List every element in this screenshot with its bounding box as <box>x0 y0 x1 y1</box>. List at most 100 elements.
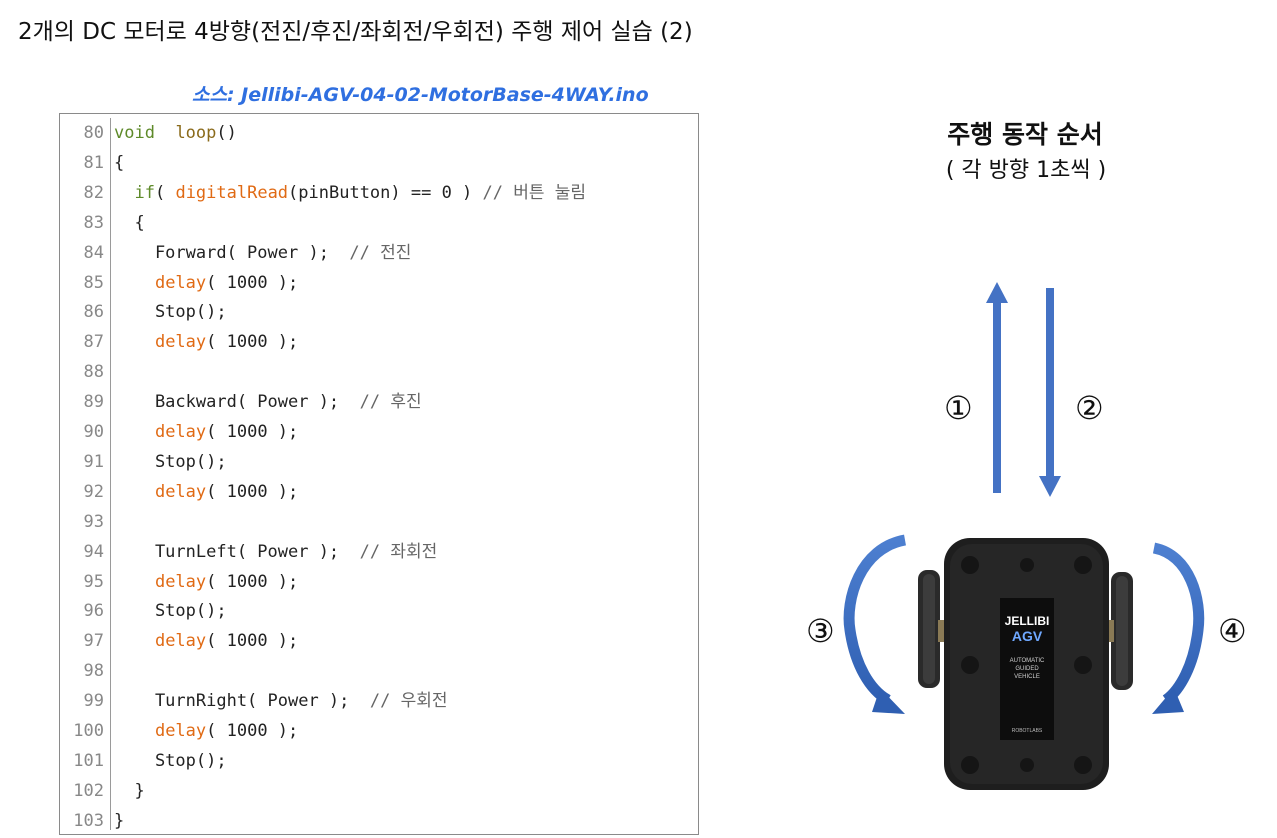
forward-arrow <box>986 282 1008 493</box>
code-token: } <box>114 780 145 801</box>
line-number: 101 <box>73 750 104 771</box>
robot-brand: JELLIBI <box>1005 614 1050 628</box>
code-text: void loop() <box>114 118 237 148</box>
line-number: 83 <box>83 212 104 233</box>
robot-model: AGV <box>1012 628 1043 644</box>
code-token: Stop(); <box>114 601 227 622</box>
code-comment: // 우회전 <box>369 691 448 712</box>
code-line: 88 <box>60 357 698 387</box>
code-comment: // 후진 <box>359 392 422 413</box>
code-line: 82 if( digitalRead(pinButton) == 0 ) // … <box>60 178 698 208</box>
line-number: 89 <box>83 392 104 413</box>
line-number: 98 <box>83 661 104 682</box>
robot-maker: ROBOTLABS <box>1012 728 1043 734</box>
line-number: 93 <box>83 511 104 532</box>
code-comment: // 전진 <box>349 242 412 263</box>
line-number: 84 <box>83 242 104 263</box>
code-comment: // 좌회전 <box>359 541 438 562</box>
line-number: 94 <box>83 541 104 562</box>
line-number: 96 <box>83 601 104 622</box>
code-token: delay <box>154 631 207 652</box>
code-token: ( 1000 ); <box>206 481 299 502</box>
diagram-heading: 주행 동작 순서 <box>947 120 1103 149</box>
code-line: 85 delay( 1000 ); <box>60 268 698 298</box>
code-text: delay( 1000 ); <box>114 417 298 447</box>
robot-tagline-2: GUIDED <box>1015 666 1039 672</box>
code-line: 83 { <box>60 208 698 238</box>
line-number: 99 <box>83 691 104 712</box>
robot-tagline-3: VEHICLE <box>1014 674 1040 680</box>
code-line: 95 delay( 1000 ); <box>60 567 698 597</box>
turn-right-arrow <box>1152 542 1205 714</box>
step-3-turn-left: ③ <box>806 612 835 650</box>
code-token: delay <box>154 272 207 293</box>
step-4-turn-right: ④ <box>1218 612 1247 650</box>
code-token: digitalRead <box>175 182 289 203</box>
code-text: } <box>114 806 124 834</box>
line-number: 91 <box>83 451 104 472</box>
code-text: Backward( Power ); // 후진 <box>114 387 422 417</box>
step-2-backward: ② <box>1075 389 1104 427</box>
code-line: 87 delay( 1000 ); <box>60 327 698 357</box>
code-line: 97 delay( 1000 ); <box>60 626 698 656</box>
gutter-divider <box>110 118 111 830</box>
line-number: 82 <box>83 182 104 203</box>
code-token: ( 1000 ); <box>206 422 299 442</box>
code-line: 103} <box>60 806 698 834</box>
source-file-label: 소스: Jellibi-AGV-04-02-MotorBase-4WAY.ino <box>192 84 649 106</box>
code-comment: // 버튼 눌림 <box>482 182 587 203</box>
code-line: 100 delay( 1000 ); <box>60 716 698 746</box>
code-line: 89 Backward( Power ); // 후진 <box>60 387 698 417</box>
code-token: loop <box>175 123 217 143</box>
code-token: ( 1000 ); <box>206 631 299 652</box>
code-line: 92 delay( 1000 ); <box>60 477 698 507</box>
code-token: TurnRight( Power ); <box>114 691 370 712</box>
code-text: delay( 1000 ); <box>114 626 298 656</box>
code-line: 101 Stop(); <box>60 746 698 776</box>
code-line: 99 TurnRight( Power ); // 우회전 <box>60 686 698 716</box>
code-token: Stop(); <box>114 451 227 472</box>
turn-left-arrow <box>843 534 907 714</box>
code-token: { <box>114 212 145 233</box>
code-line: 96 Stop(); <box>60 596 698 626</box>
code-token: TurnLeft( Power ); <box>114 541 360 562</box>
code-token: Stop(); <box>114 750 227 771</box>
line-number: 95 <box>83 571 104 592</box>
code-text: Stop(); <box>114 596 227 626</box>
line-number: 97 <box>83 631 104 652</box>
code-line: 81 { <box>60 148 698 178</box>
code-token: Forward( Power ); <box>114 242 350 263</box>
code-text: delay( 1000 ); <box>114 477 298 507</box>
robot-tagline-1: AUTOMATIC <box>1010 658 1045 664</box>
code-token: (pinButton) == 0 ) <box>288 182 483 203</box>
code-token: void <box>114 123 155 143</box>
code-token: ( 1000 ); <box>206 332 299 353</box>
line-number: 90 <box>83 422 104 442</box>
code-token: delay <box>154 721 207 741</box>
code-text: { <box>114 148 124 178</box>
line-number: 92 <box>83 481 104 502</box>
code-token: ( 1000 ); <box>206 272 299 293</box>
code-token: () <box>216 123 237 143</box>
diagram-subheading: ( 각 방향 1초씩 ) <box>945 158 1107 183</box>
code-line: 90 delay( 1000 ); <box>60 417 698 447</box>
code-token: ( 1000 ); <box>206 571 299 592</box>
slide-title: 2개의 DC 모터로 4방향(전진/후진/좌회전/우회전) 주행 제어 실습 (… <box>18 19 693 45</box>
code-token: delay <box>154 481 207 502</box>
code-line: 94 TurnLeft( Power ); // 좌회전 <box>60 537 698 567</box>
code-line: 84 Forward( Power ); // 전진 <box>60 238 698 268</box>
code-text: if( digitalRead(pinButton) == 0 ) // 버튼 … <box>114 178 586 208</box>
code-token: delay <box>154 422 207 442</box>
line-number: 81 <box>83 152 104 173</box>
step-1-forward: ① <box>944 389 973 427</box>
code-token: { <box>114 152 125 173</box>
line-number: 100 <box>73 721 104 741</box>
code-text: TurnLeft( Power ); // 좌회전 <box>114 537 437 567</box>
line-number: 87 <box>83 332 104 353</box>
code-text: } <box>114 776 145 806</box>
code-text: delay( 1000 ); <box>114 716 298 746</box>
code-text: delay( 1000 ); <box>114 268 298 298</box>
